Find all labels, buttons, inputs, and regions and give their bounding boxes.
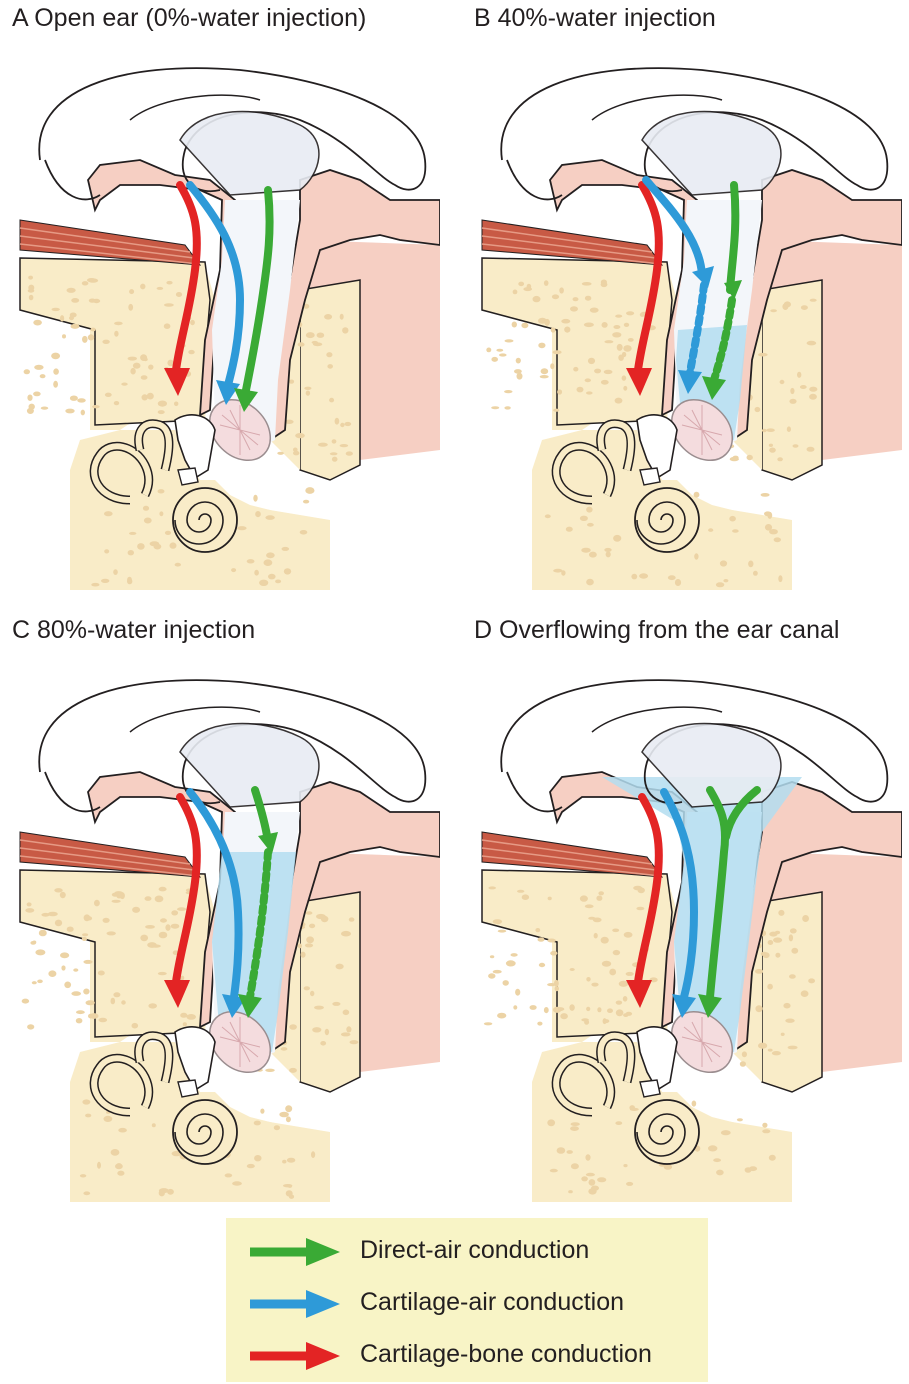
ear-diagram	[0, 0, 440, 590]
ear-diagram	[462, 0, 902, 590]
panel-b: B 40%-water injection	[462, 0, 902, 590]
ossicles	[637, 415, 677, 485]
cochlea	[635, 1100, 699, 1164]
legend-label: Direct-air conduction	[360, 1236, 589, 1265]
ossicles	[175, 1027, 215, 1097]
ear-diagram	[462, 612, 902, 1202]
legend: Direct-air conduction Cartilage-air cond…	[226, 1218, 708, 1382]
cochlea	[173, 1100, 237, 1164]
blue-arrow-icon	[244, 1288, 344, 1320]
green-arrow-icon	[244, 1236, 344, 1268]
legend-item-direct-air: Direct-air conduction	[244, 1232, 704, 1272]
ossicles	[637, 1027, 677, 1097]
panel-c: C 80%-water injection	[0, 612, 440, 1202]
legend-label: Cartilage-bone conduction	[360, 1340, 652, 1369]
cochlea	[635, 488, 699, 552]
ear-diagram	[0, 612, 440, 1202]
panel-d: D Overflowing from the ear canal	[462, 612, 902, 1202]
red-arrow-icon	[244, 1340, 344, 1372]
ossicles	[175, 415, 215, 485]
legend-label: Cartilage-air conduction	[360, 1288, 624, 1317]
panel-a: A Open ear (0%-water injection)	[0, 0, 440, 590]
legend-item-cartilage-air: Cartilage-air conduction	[244, 1284, 704, 1324]
cochlea	[173, 488, 237, 552]
legend-item-cartilage-bone: Cartilage-bone conduction	[244, 1336, 704, 1376]
